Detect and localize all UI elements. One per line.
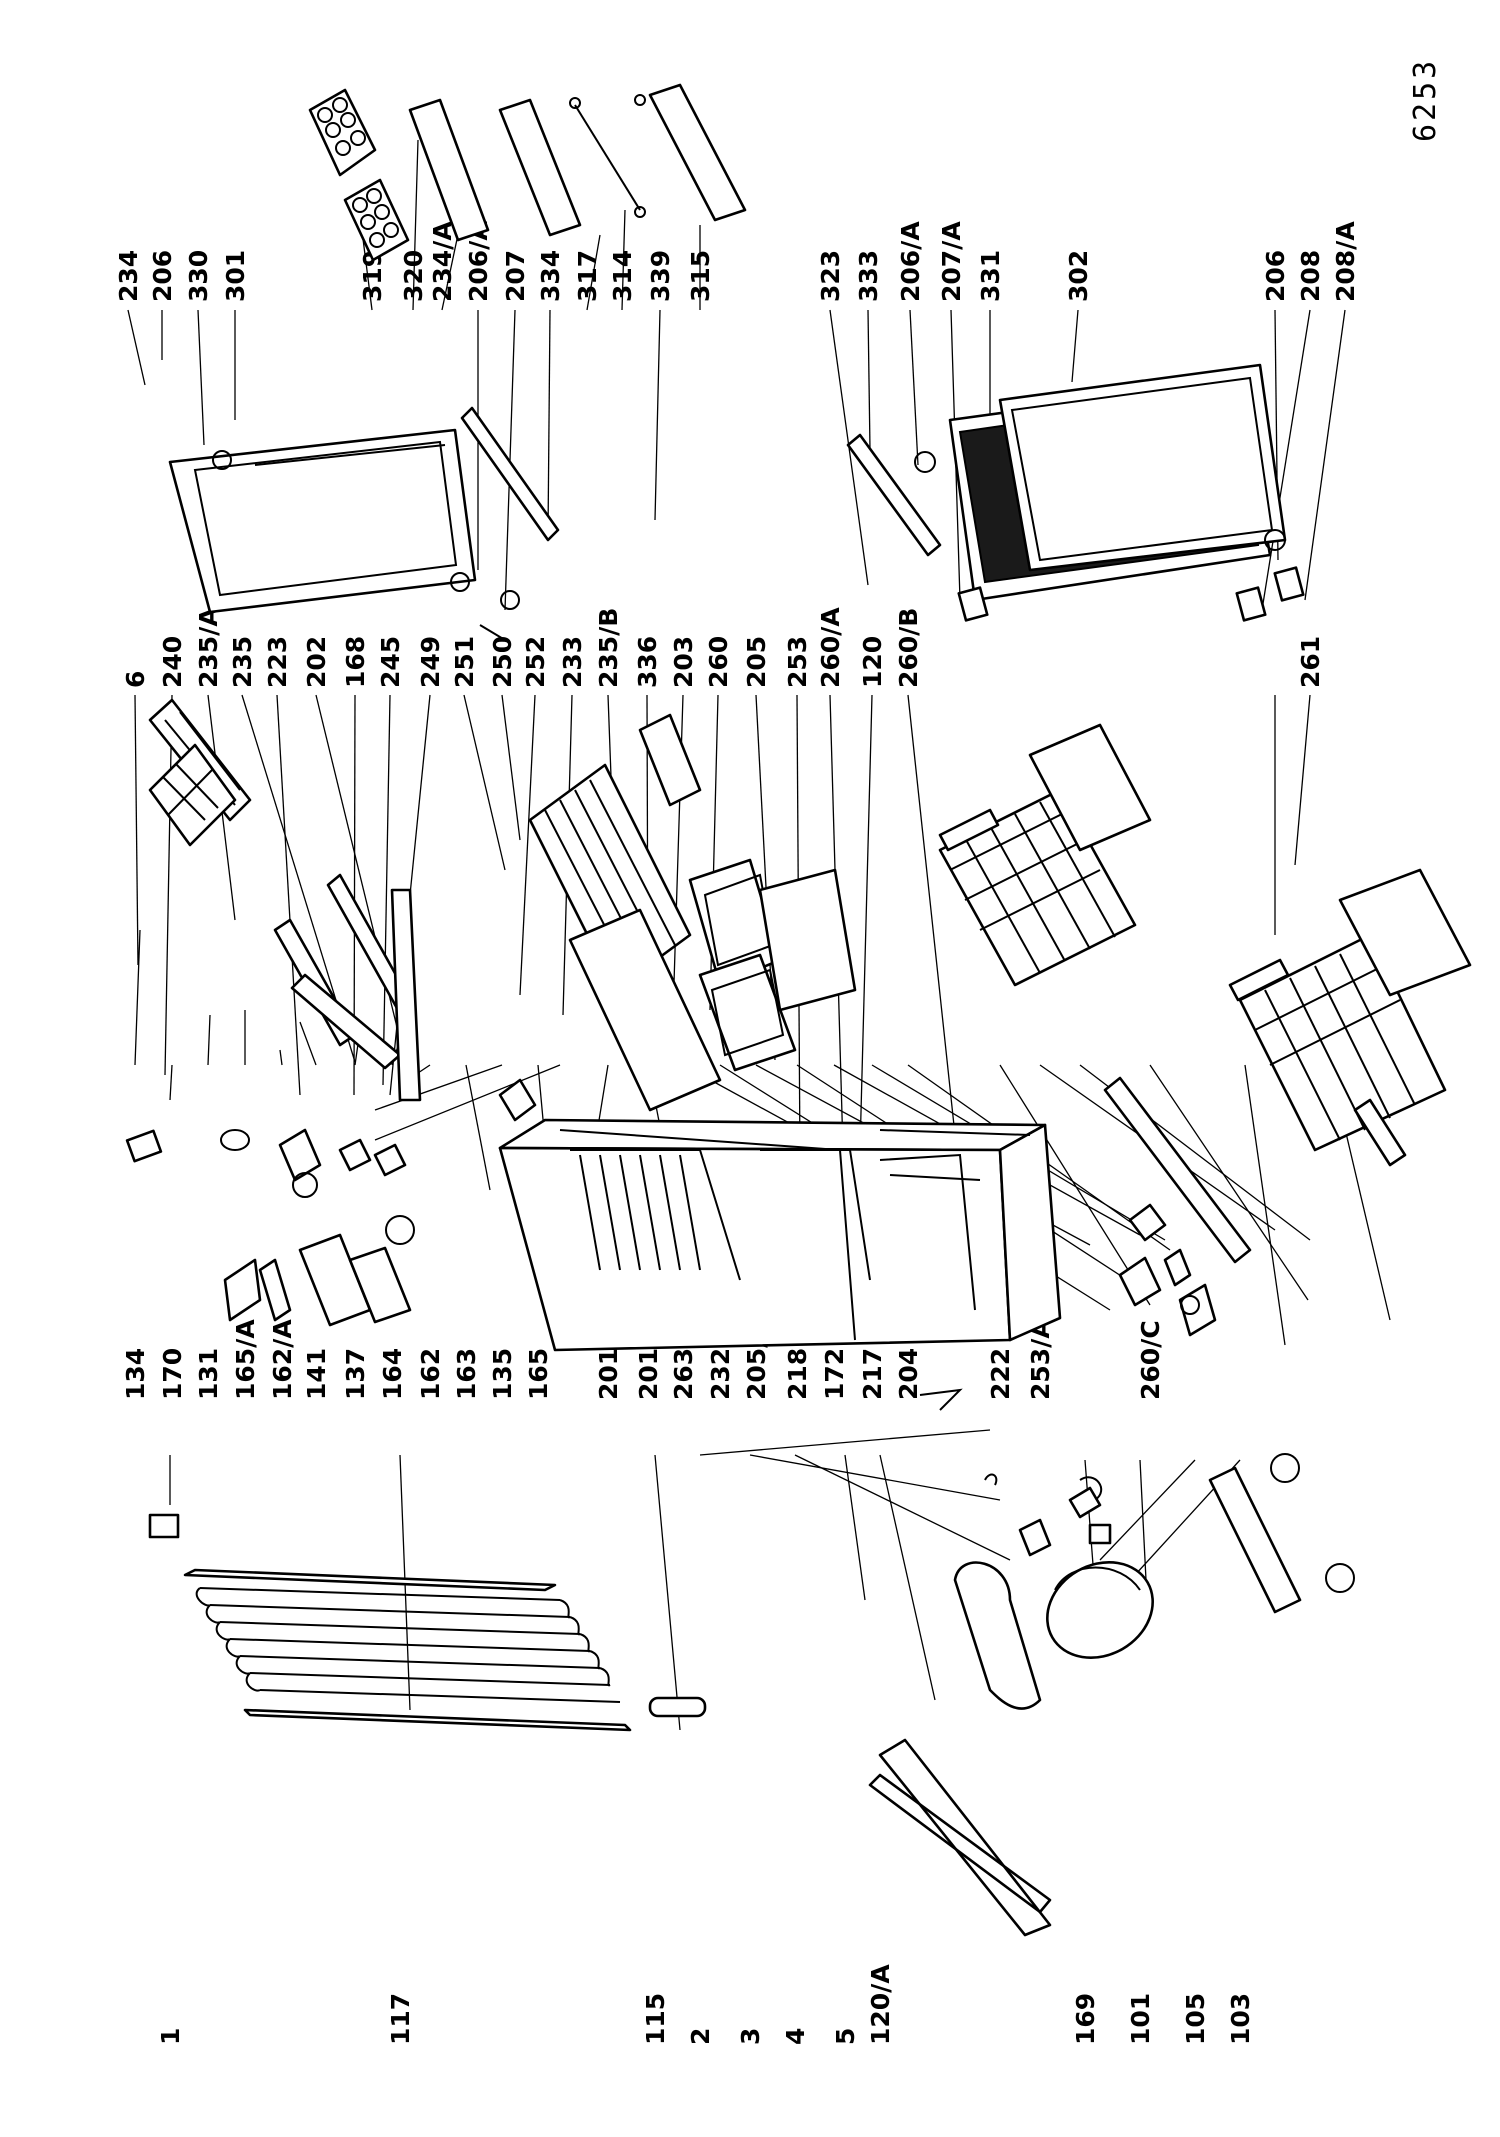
part-label-l5: 5 (831, 2028, 860, 2045)
part-label-l250: 250 (488, 636, 517, 688)
part-label-l163: 163 (452, 1348, 481, 1400)
part-label-l217: 217 (858, 1348, 887, 1400)
part-label-l233: 233 (558, 636, 587, 688)
part-label-l333: 333 (854, 250, 883, 302)
part-label-l205: 205 (742, 636, 771, 688)
part-label-l165: 165 (524, 1348, 553, 1400)
part-label-l134: 134 (121, 1348, 150, 1400)
part-label-l206A2: 206/A (896, 221, 925, 302)
part-label-l162: 162 (416, 1348, 445, 1400)
drier-filter (648, 1696, 707, 1718)
part-label-l261: 261 (1296, 636, 1325, 688)
part-label-l208: 208 (1296, 250, 1325, 302)
part-label-l103: 103 (1226, 1993, 1255, 2045)
egg-tray-upper (308, 88, 377, 177)
part-label-l251: 251 (450, 636, 479, 688)
part-label-l3: 3 (736, 2028, 765, 2045)
part-label-l168: 168 (341, 636, 370, 688)
part-label-l1: 1 (156, 2028, 185, 2045)
part-label-l202: 202 (302, 636, 331, 688)
part-label-l234: 234 (114, 250, 143, 302)
part-label-l165A: 165/A (231, 1319, 260, 1400)
freezer-door-assembly (948, 363, 1287, 602)
part-label-l252: 252 (521, 636, 550, 688)
part-label-l235B: 235/B (594, 608, 623, 688)
part-label-l169: 169 (1071, 1993, 1100, 2045)
part-label-l204: 204 (894, 1348, 923, 1400)
part-label-l208A: 208/A (1331, 221, 1360, 302)
part-label-l162A: 162/A (268, 1319, 297, 1400)
part-label-l235A: 235/A (194, 607, 223, 688)
part-label-l172: 172 (820, 1348, 849, 1400)
part-label-l203: 203 (669, 636, 698, 688)
part-label-l260: 260 (704, 636, 733, 688)
part-label-l336: 336 (633, 636, 662, 688)
compressor-assembly (953, 1473, 1154, 1710)
crisper-bar-parts (273, 873, 422, 1102)
bottom-trim-parts (1103, 1076, 1407, 1337)
compressor-tray (1208, 1453, 1355, 1614)
part-label-l2: 2 (686, 2028, 715, 2045)
part-label-l317: 317 (573, 250, 602, 302)
side-rail (878, 1738, 1052, 1937)
part-label-l137: 137 (341, 1348, 370, 1400)
egg-tray-lower (343, 178, 410, 262)
part-label-l4: 4 (781, 2028, 810, 2045)
part-label-l249: 249 (416, 636, 445, 688)
part-label-l323: 323 (816, 250, 845, 302)
part-label-l207a: 207 (501, 250, 530, 302)
part-label-l6: 6 (121, 671, 150, 688)
arrow-marker (919, 1388, 963, 1411)
part-label-l223: 223 (263, 636, 292, 688)
part-label-l115: 115 (641, 1993, 670, 2045)
glass-shelf (568, 908, 722, 1112)
freezer-hinges (846, 433, 1305, 622)
part-label-l207A: 207/A (937, 221, 966, 302)
part-label-l301: 301 (221, 250, 250, 302)
part-label-l260C: 260/C (1136, 1320, 1165, 1400)
part-label-l218: 218 (783, 1348, 812, 1400)
cabinet-body (498, 1118, 1062, 1352)
part-label-l263: 263 (669, 1348, 698, 1400)
part-label-l206b: 206 (1261, 250, 1290, 302)
part-label-l164: 164 (378, 1348, 407, 1400)
part-label-l235: 235 (228, 636, 257, 688)
part-label-l260B: 260/B (894, 608, 923, 688)
part-label-l302: 302 (1064, 250, 1093, 302)
part-label-l135: 135 (488, 1348, 517, 1400)
part-label-l131: 131 (194, 1348, 223, 1400)
part-label-l201: 201 (594, 1348, 623, 1400)
part-label-l260A: 260/A (816, 607, 845, 688)
crisper-drawers (688, 858, 857, 1072)
part-label-l117: 117 (386, 1993, 415, 2045)
part-label-l141: 141 (302, 1348, 331, 1400)
part-label-l170: 170 (158, 1348, 187, 1400)
part-label-l334: 334 (536, 250, 565, 302)
part-label-l105: 105 (1181, 1993, 1210, 2045)
part-label-l253: 253 (783, 636, 812, 688)
part-label-l222: 222 (986, 1348, 1015, 1400)
freezer-basket-lower (1228, 868, 1472, 1152)
part-label-l206a: 206 (148, 250, 177, 302)
fridge-door-assembly (168, 428, 520, 641)
part-label-l331: 331 (976, 250, 1005, 302)
document-number: 6253 (1408, 58, 1443, 142)
ice-tray-grid (148, 743, 237, 847)
condenser-coil (148, 1513, 632, 1732)
part-label-l120A: 120/A (866, 1964, 895, 2045)
part-label-l120: 120 (858, 636, 887, 688)
part-label-l330: 330 (184, 250, 213, 302)
part-label-l101: 101 (1126, 1993, 1155, 2045)
part-label-l245: 245 (376, 636, 405, 688)
door-handle-bar (460, 406, 560, 542)
part-label-l240: 240 (158, 636, 187, 688)
freezer-basket (938, 723, 1152, 987)
thermostat-parts (125, 1078, 537, 1327)
part-label-l232: 232 (706, 1348, 735, 1400)
part-label-l339: 339 (646, 250, 675, 302)
door-shelves (408, 83, 747, 242)
